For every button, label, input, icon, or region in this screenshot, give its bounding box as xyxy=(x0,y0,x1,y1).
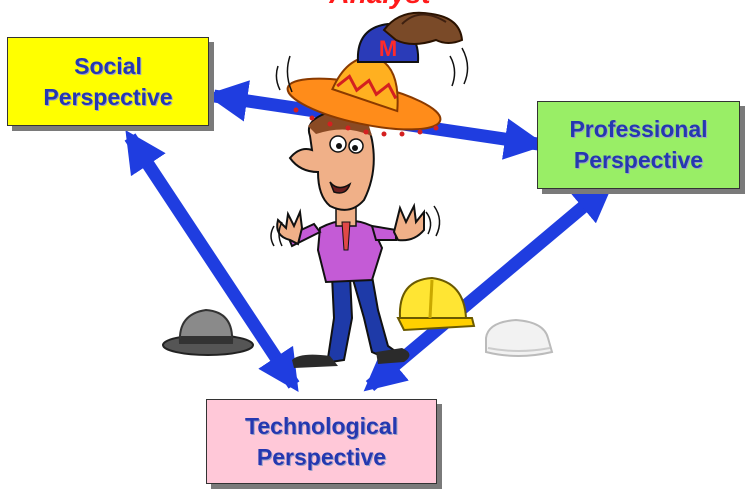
motion-lines xyxy=(275,47,469,93)
cowboy-hat-icon xyxy=(382,11,464,45)
arrow-social-technological xyxy=(124,130,300,392)
technological-box-line1: Technological xyxy=(245,412,398,439)
analyst-figure xyxy=(270,110,441,368)
professional-perspective-box: Professional Perspective xyxy=(537,101,740,189)
white-sailor-cap-icon xyxy=(485,318,554,357)
diagram-title-fragment: Analyst xyxy=(300,0,460,10)
technological-box-line2: Perspective xyxy=(256,443,387,470)
social-perspective-box: Social Perspective xyxy=(7,37,209,126)
technological-perspective-box: Technological Perspective xyxy=(206,399,437,484)
gray-fedora-icon xyxy=(162,308,254,356)
professional-box-line1: Professional xyxy=(569,116,708,142)
yellow-hard-hat-icon xyxy=(396,276,476,332)
social-box-line1: Social xyxy=(74,52,142,79)
social-box-line2: Perspective xyxy=(43,83,173,110)
sombrero-icon xyxy=(286,56,442,137)
professional-box-line2: Perspective xyxy=(573,147,704,173)
svg-text:M: M xyxy=(379,36,397,61)
arrow-professional-technological xyxy=(363,180,615,392)
